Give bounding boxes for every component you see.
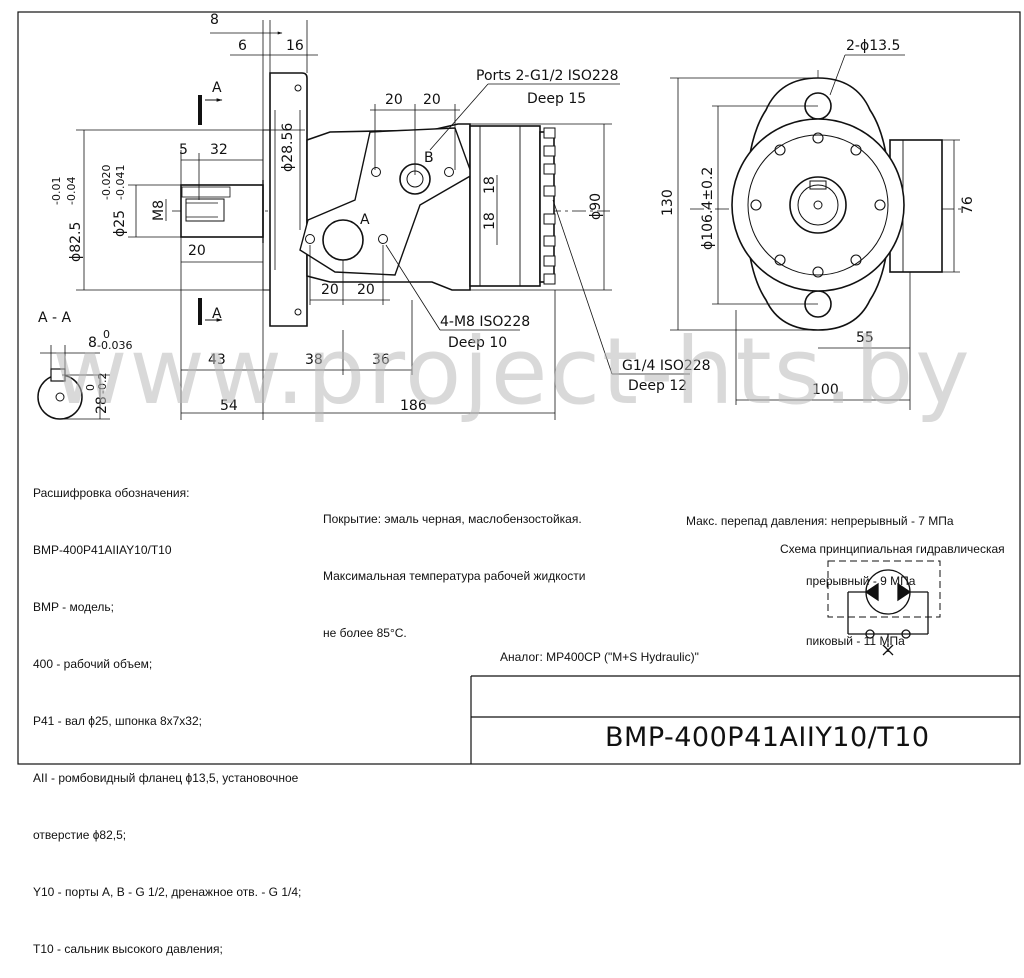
- flange-tol-lower: -0.04: [65, 177, 78, 205]
- dim-20-port-b: 20: [423, 92, 441, 108]
- decode-line: AII - ромбовидный фланец ϕ13,5, установо…: [33, 771, 299, 785]
- model-code: BMP-400P41AIIY10/T10: [605, 722, 930, 753]
- dim-20-shaft: 20: [188, 243, 206, 259]
- drain-callout: G1/4 ISO228: [622, 358, 711, 374]
- front-dimension-lines: [670, 54, 960, 410]
- dim-32: 32: [210, 142, 228, 158]
- dim-38: 38: [305, 352, 323, 368]
- section-label-a-top: A: [212, 80, 222, 96]
- dim-76: 76: [960, 196, 976, 214]
- dim-90: ϕ90: [588, 193, 604, 220]
- decode-line: Y10 - порты А, В - G 1/2, дренажное отв.…: [33, 885, 302, 899]
- dim-20-port-a: 20: [385, 92, 403, 108]
- holes-depth: Deep 10: [448, 335, 507, 351]
- dim-20-left: 20: [321, 282, 339, 298]
- side-dimension-lines: [76, 20, 690, 420]
- drain-depth: Deep 12: [628, 378, 687, 394]
- analog-note: Аналог: MP400CP ("M+S Hydraulic)": [500, 650, 699, 664]
- dim-43: 43: [208, 352, 226, 368]
- dim-5: 5: [179, 142, 188, 158]
- pressure-line: прерывный - 9 МПа: [686, 574, 916, 588]
- dim-36: 36: [372, 352, 390, 368]
- key-width-tol: -0.036: [97, 339, 132, 352]
- coating-line: Покрытие: эмаль черная, маслобензостойка…: [323, 512, 582, 526]
- key-width-zero: 0: [103, 328, 110, 341]
- side-view: [172, 72, 610, 327]
- shaft-tol-lower: -0.041: [114, 165, 127, 200]
- dim-20-right: 20: [357, 282, 375, 298]
- dim-186: 186: [400, 398, 427, 414]
- section-aa: [37, 345, 110, 420]
- key-height-zero: 0: [84, 384, 97, 391]
- pressure-line: Макс. перепад давления: непрерывный - 7 …: [686, 514, 954, 528]
- decode-line: P41 - вал ϕ25, шпонка 8х7х32;: [33, 714, 202, 728]
- key-height-tol: -0.2: [96, 373, 109, 394]
- decode-line: отверстие ϕ82,5;: [33, 828, 127, 842]
- dim-54: 54: [220, 398, 238, 414]
- technical-drawing: 8 6 16 20 20 5 32 ϕ28.56 18 18 ϕ90 M8 20…: [17, 11, 1021, 765]
- dim-100: 100: [812, 382, 839, 398]
- section-title-aa: A - A: [38, 310, 72, 326]
- shaft-tol-upper: -0.020: [100, 165, 113, 200]
- decode-notes: Расшифровка обозначения: BMP-400P41AIIAY…: [33, 446, 301, 978]
- dim-m8: M8: [151, 200, 167, 221]
- decode-line: BMP - модель;: [33, 600, 114, 614]
- key-width: 8: [88, 335, 97, 351]
- port-label-a: A: [360, 212, 370, 228]
- dim-16: 16: [286, 38, 304, 54]
- coating-line: не более 85°С.: [323, 626, 407, 640]
- dim-55: 55: [856, 330, 874, 346]
- title-block: [470, 675, 1020, 764]
- decode-line: Расшифровка обозначения:: [33, 486, 190, 500]
- hydraulic-scheme: [827, 560, 941, 656]
- ports-depth: Deep 15: [527, 91, 586, 107]
- dim-106-4: ϕ106.4±0.2: [700, 167, 716, 250]
- pressure-line: пиковый - 11 МПа: [686, 634, 905, 648]
- dim-8: 8: [210, 12, 219, 28]
- scheme-title: Схема принципиальная гидравлическая: [780, 542, 1005, 556]
- section-markers: [198, 95, 223, 325]
- decode-line: BMP-400P41AIIAY10/T10: [33, 543, 172, 557]
- dim-130: 130: [660, 189, 676, 216]
- key-height: 28: [94, 396, 110, 414]
- front-dimension-texts: 2-ϕ13.5 130 ϕ106.4±0.2 76 55 100: [660, 38, 976, 398]
- holes-callout: 4-M8 ISO228: [440, 314, 530, 330]
- dim-28-56: ϕ28.56: [280, 123, 296, 172]
- dim-6: 6: [238, 38, 247, 54]
- drawing-sheet: 8 6 16 20 20 5 32 ϕ28.56 18 18 ϕ90 M8 20…: [17, 11, 1021, 765]
- sheet-frame: [17, 11, 1021, 765]
- decode-line: T10 - сальник высокого давления;: [33, 942, 223, 956]
- decode-line: 400 - рабочий объем;: [33, 657, 153, 671]
- dim-2-holes: 2-ϕ13.5: [846, 38, 900, 54]
- coating-notes: Покрытие: эмаль черная, маслобензостойка…: [323, 472, 586, 662]
- ports-callout: Ports 2-G1/2 ISO228: [476, 68, 619, 84]
- coating-line: Максимальная температура рабочей жидкост…: [323, 569, 586, 583]
- section-label-a-bottom: A: [212, 306, 222, 322]
- dim-18-upper: 18: [482, 176, 498, 194]
- side-dimension-texts: 8 6 16 20 20 5 32 ϕ28.56 18 18 ϕ90 M8 20…: [38, 12, 711, 414]
- front-view: [690, 70, 962, 331]
- shaft-diameter: ϕ25: [112, 210, 128, 237]
- pressure-notes: Макс. перепад давления: непрерывный - 7 …: [686, 471, 954, 671]
- flange-tol-upper: -0.01: [50, 177, 63, 205]
- flange-diameter: ϕ82.5: [68, 222, 84, 262]
- port-label-b: B: [424, 150, 434, 166]
- dim-18-lower: 18: [482, 212, 498, 230]
